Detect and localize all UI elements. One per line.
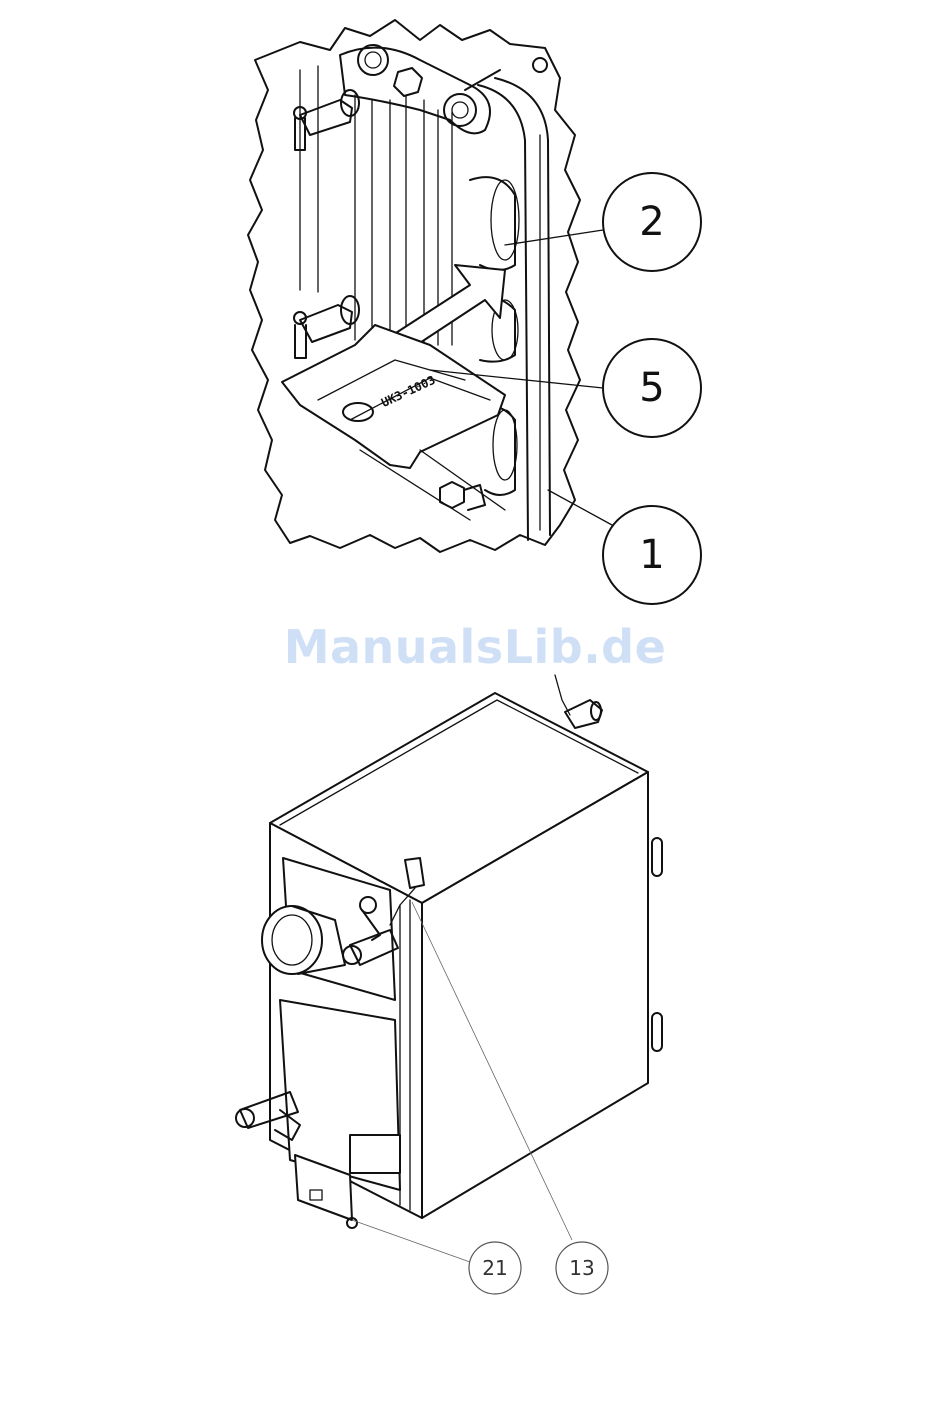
callout-2-label: 2	[639, 199, 664, 245]
top-sensor	[555, 675, 602, 728]
boiler-housing-figure: 21 13	[236, 675, 662, 1294]
ash-door-frame	[350, 1135, 400, 1173]
hinge-upper	[652, 838, 662, 876]
callout-2: 2	[603, 173, 701, 271]
watermark-text: ManualsLib.de	[0, 620, 950, 674]
callout-21-label: 21	[482, 1256, 507, 1280]
callout-13: 13	[556, 1242, 608, 1294]
top-manifold	[340, 45, 547, 133]
leader-1	[548, 490, 612, 525]
leader-2	[505, 230, 603, 245]
interior-detail-figure: UK3-1003 2 5 1	[248, 20, 701, 604]
callout-21: 21	[469, 1242, 521, 1294]
callout-13-label: 13	[569, 1256, 594, 1280]
bottom-fitting	[360, 450, 505, 520]
cutaway-outline	[248, 20, 580, 552]
callout-5-label: 5	[639, 365, 664, 411]
upper-valve	[294, 90, 359, 150]
callout-1-label: 1	[639, 532, 664, 578]
hinge-lower	[652, 1013, 662, 1051]
callout-1: 1	[603, 506, 701, 604]
leader-21	[352, 1220, 470, 1262]
callout-5: 5	[603, 339, 701, 437]
side-openings	[470, 177, 519, 495]
tray-plate: UK3-1003	[282, 325, 505, 468]
